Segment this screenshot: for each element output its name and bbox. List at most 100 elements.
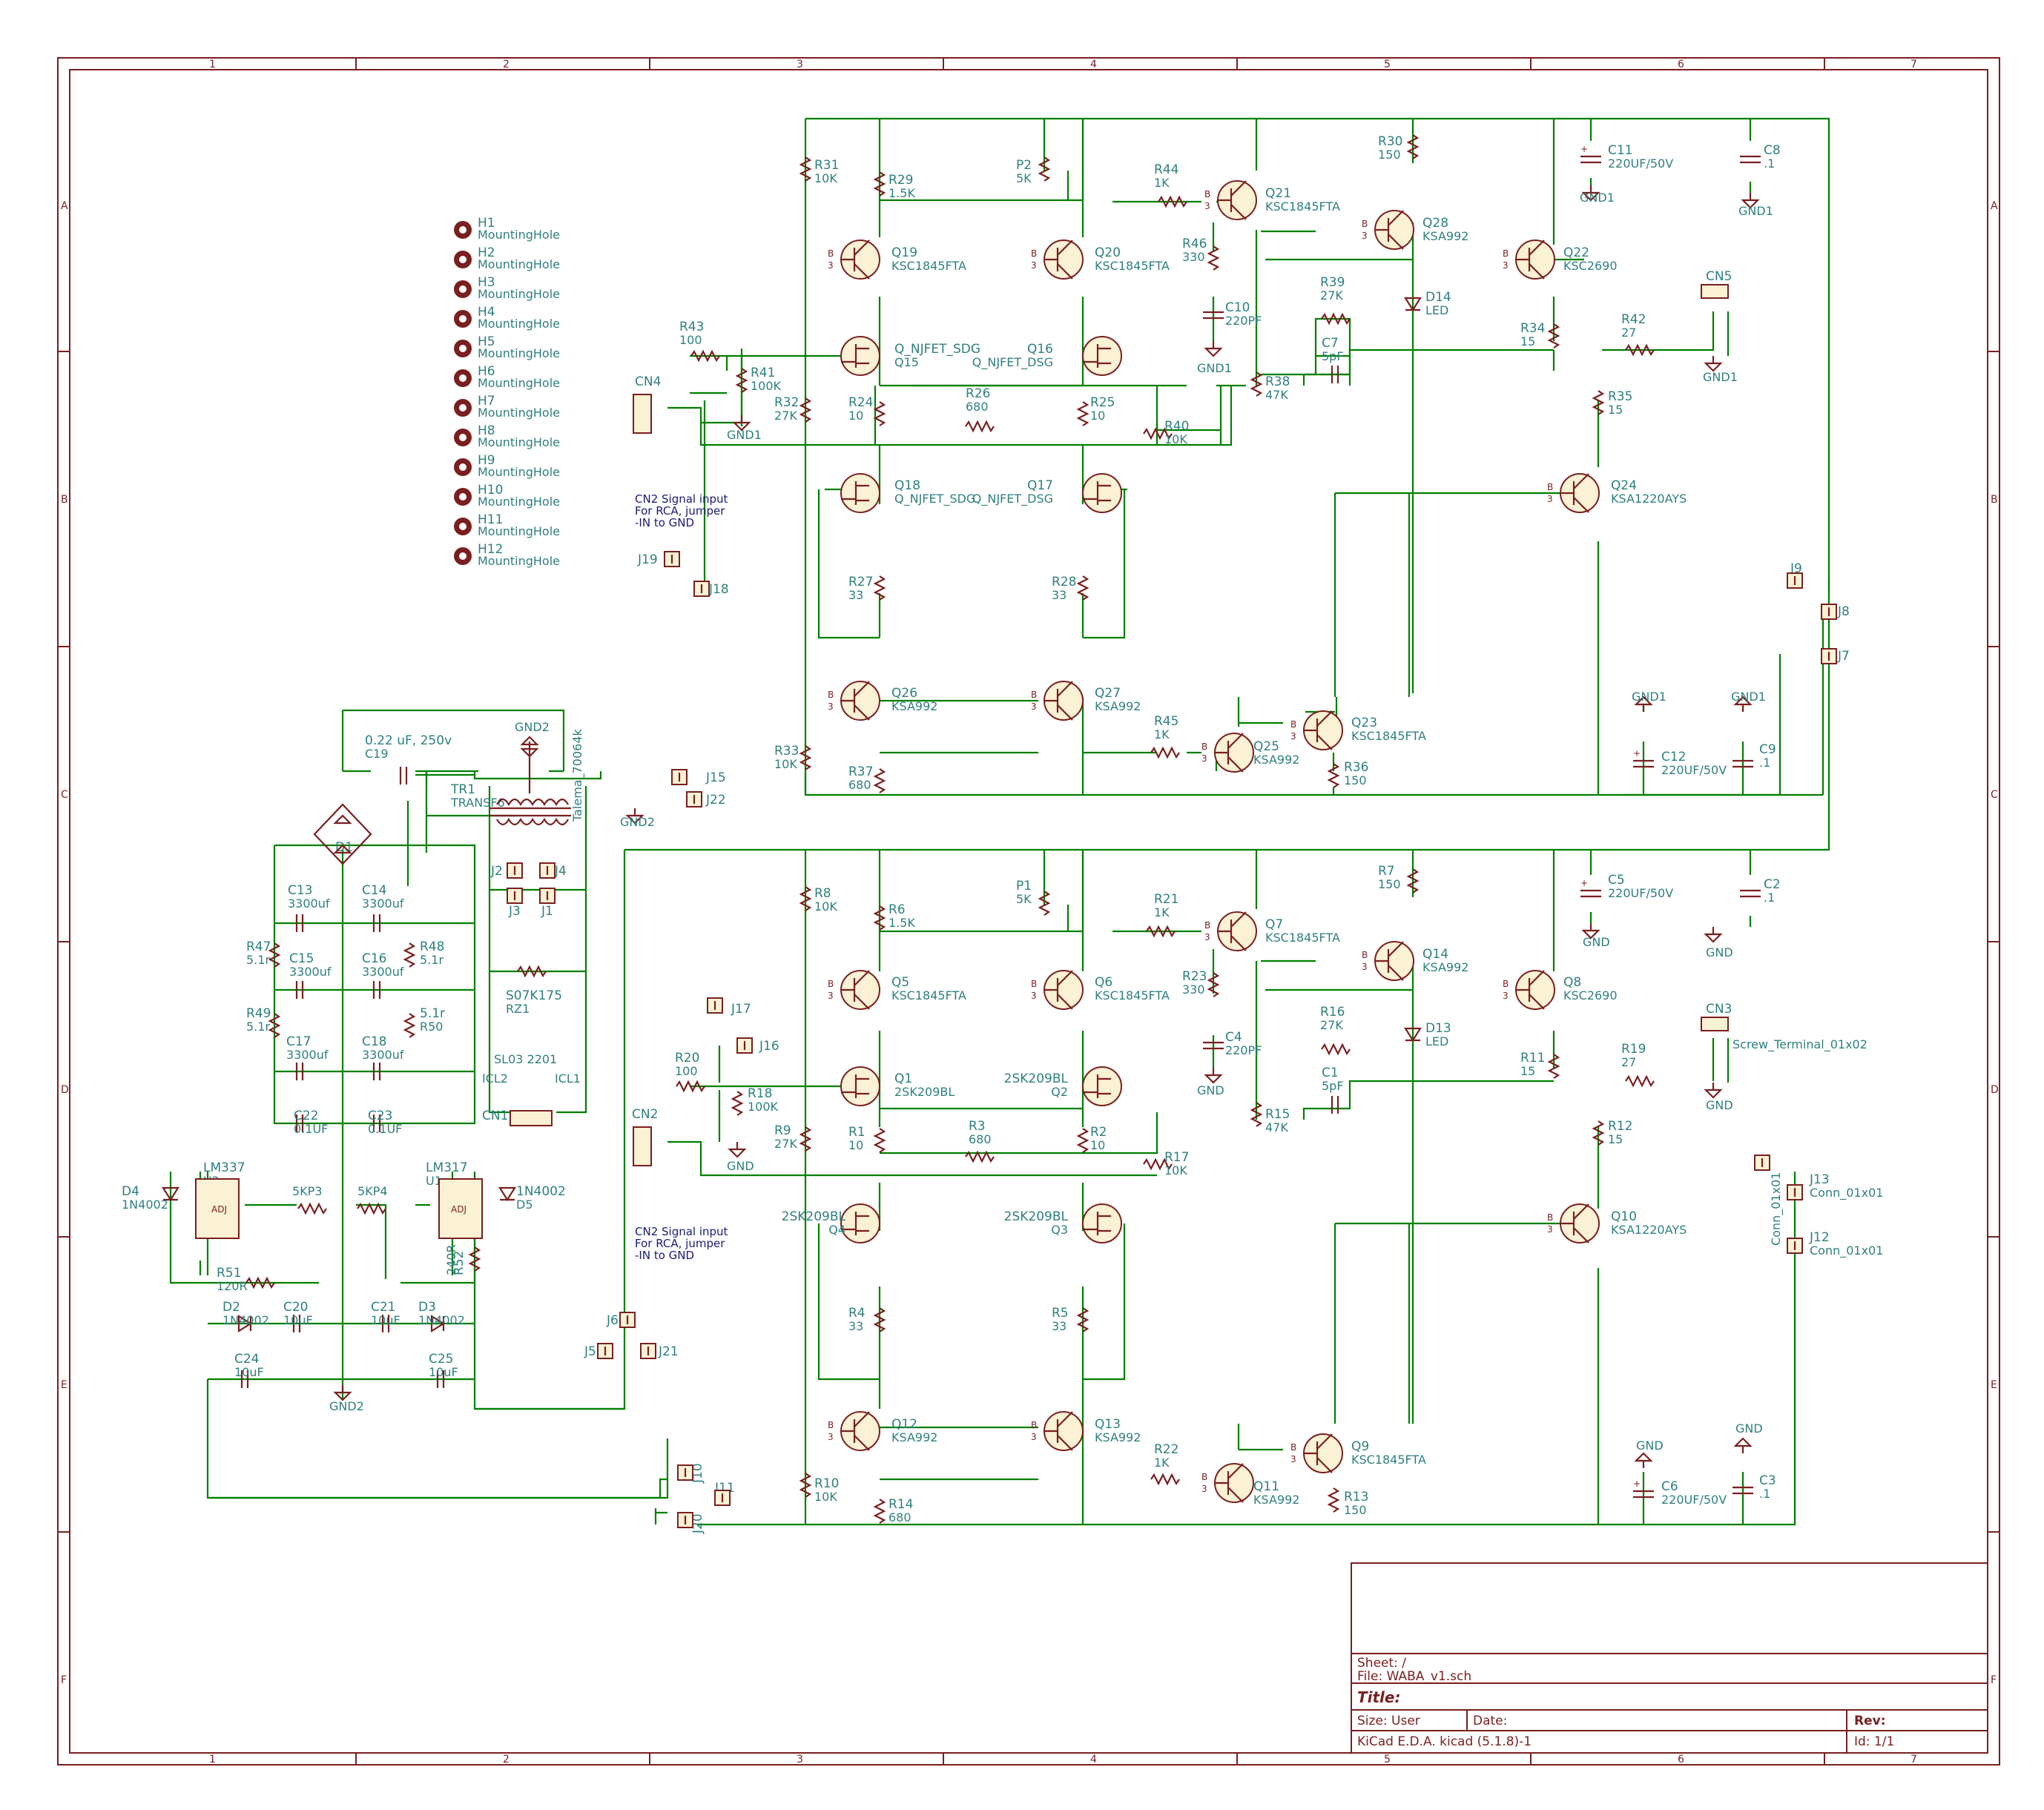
r39: [1321, 312, 1351, 326]
r12: [1592, 1120, 1605, 1146]
r27-label-1: 33: [848, 588, 863, 602]
connector-cn5: [1701, 284, 1729, 299]
q8: B3: [1503, 970, 1555, 1010]
r12-label-0: R12: [1608, 1119, 1632, 1134]
c11-label-0: C11: [1608, 143, 1633, 158]
q23-label-0: Q23: [1351, 716, 1377, 730]
gndd-label: GND: [1706, 1098, 1733, 1112]
j12-label-0: J12: [1809, 1230, 1830, 1245]
j13: [1787, 1184, 1803, 1200]
gnd1a-label: GND1: [1580, 191, 1615, 205]
inner-border: [69, 69, 1988, 1754]
c21-label-0: C21: [371, 1300, 396, 1315]
note-cn2-bottom-1: CN2 Signal input: [635, 1225, 728, 1238]
r29-label-0: R29: [889, 173, 913, 188]
connector-cn1: [510, 1110, 553, 1126]
r15-label-0: R15: [1265, 1107, 1290, 1122]
c2-label-0: C2: [1764, 877, 1781, 892]
q12-label-0: Q12: [891, 1417, 917, 1432]
svg-text:+: +: [1633, 1479, 1641, 1489]
q5-label-0: Q5: [891, 975, 909, 990]
cn1-label: CN1: [482, 1109, 508, 1123]
r6: [873, 905, 886, 931]
c1-label-1: 5pF: [1322, 1079, 1344, 1093]
r5-label-1: 33: [1052, 1319, 1066, 1333]
svg-text:3: 3: [828, 1432, 834, 1442]
gndf-label: GND: [1636, 1439, 1664, 1453]
r3: [965, 1150, 995, 1163]
q17-label-1: Q_NJFET_DSG: [972, 492, 1053, 506]
c5-label-1: 220UF/50V: [1608, 886, 1673, 900]
j8-label: J8: [1837, 604, 1850, 619]
r33-label-1: 10K: [774, 757, 797, 771]
r49: [268, 1013, 281, 1038]
gndc-label: GND: [1197, 1083, 1224, 1097]
r26: [965, 420, 995, 433]
r14: [873, 1499, 886, 1524]
mounting-hole-ref-10: H10: [478, 483, 503, 498]
q12-label-1: KSA992: [891, 1430, 937, 1444]
svg-text:C: C: [61, 789, 68, 801]
j21-label: J21: [658, 1344, 679, 1359]
svg-text:3: 3: [1290, 1454, 1296, 1464]
r25: [1076, 401, 1089, 426]
r15-label-1: 47K: [1265, 1120, 1288, 1134]
r2: [1076, 1128, 1089, 1153]
q26-label-1: KSA992: [891, 699, 937, 713]
c25-label-1: 10uF: [429, 1365, 458, 1379]
svg-text:B: B: [1547, 482, 1553, 492]
q20: B3: [1031, 240, 1084, 280]
r48-label-1: 5.1r: [420, 953, 444, 967]
r11: [1547, 1054, 1560, 1079]
svg-text:B: B: [1991, 494, 1998, 506]
svg-text:B: B: [1290, 719, 1296, 730]
q26-label-0: Q26: [891, 686, 917, 701]
c19: [399, 767, 408, 785]
r52-label-1: R52: [452, 1251, 467, 1275]
r5: [1076, 1307, 1089, 1332]
j12: [1787, 1238, 1803, 1254]
q15-label-1: Q15: [894, 355, 919, 369]
svg-text:3: 3: [828, 701, 834, 712]
d3-label-0: D3: [418, 1300, 436, 1315]
tb-sheet: Sheet: /: [1357, 1656, 1406, 1671]
r10: [799, 1473, 812, 1498]
j6: [619, 1312, 636, 1328]
r43-label-0: R43: [679, 320, 704, 334]
svg-text:2: 2: [503, 1754, 510, 1766]
j4-label: J4: [554, 864, 567, 879]
gnda: [1581, 923, 1600, 939]
j19-label: J19: [637, 552, 658, 567]
c17-label-0: C17: [286, 1034, 311, 1049]
d4: [162, 1186, 179, 1202]
svg-text:4: 4: [1090, 59, 1097, 70]
c22: [295, 1114, 304, 1132]
q20-label-0: Q20: [1095, 245, 1121, 260]
q7-label-0: Q7: [1265, 917, 1283, 932]
c20-label-0: C20: [283, 1300, 309, 1315]
q2-label-1: Q2: [1051, 1085, 1068, 1099]
r47: [268, 942, 281, 968]
svg-text:F: F: [61, 1674, 67, 1686]
r21-label-1: 1K: [1154, 905, 1170, 919]
c3: [1733, 1486, 1753, 1495]
r21: [1146, 925, 1176, 938]
c23-label-1: 0.1UF: [368, 1122, 402, 1136]
r16-label-0: R16: [1320, 1005, 1345, 1020]
q13-label-1: KSA992: [1095, 1430, 1141, 1444]
r34: [1547, 323, 1560, 349]
svg-text:F: F: [1991, 1674, 1997, 1686]
outer-border: [57, 57, 2000, 1766]
d2-label-0: D2: [222, 1300, 240, 1315]
rz1-label-0: S07K175: [506, 988, 562, 1003]
svg-text:B: B: [1204, 920, 1210, 931]
j2-label: J2: [490, 864, 503, 879]
gnd1g: [1733, 696, 1753, 712]
r3-label-0: R3: [969, 1119, 986, 1134]
p1-label-1: 5K: [1016, 892, 1032, 906]
svg-text:B: B: [1031, 979, 1037, 989]
